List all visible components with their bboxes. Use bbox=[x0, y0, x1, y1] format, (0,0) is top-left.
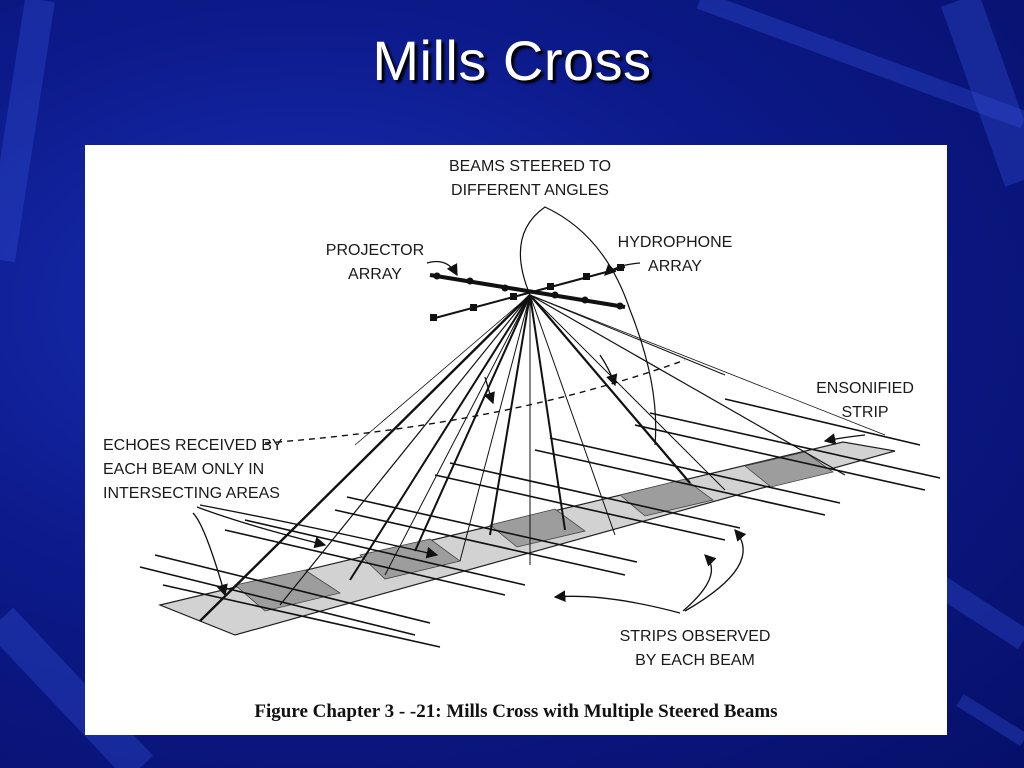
hydrophone-array bbox=[430, 264, 626, 321]
label-echoes-3: INTERSECTING AREAS bbox=[103, 485, 280, 502]
label-hydrophone-1: HYDROPHONE bbox=[618, 234, 733, 251]
label-ensonified-1: ENSONIFIED bbox=[816, 380, 914, 397]
steered-beams bbox=[199, 294, 886, 622]
slide-title: Mills Cross bbox=[372, 29, 652, 92]
beam-envelope bbox=[519, 206, 657, 446]
figure-panel: BEAMS STEERED TO DIFFERENT ANGLES PROJEC… bbox=[85, 145, 947, 735]
label-hydrophone-2: ARRAY bbox=[648, 258, 702, 275]
label-strips-observed-1: STRIPS OBSERVED bbox=[620, 628, 771, 645]
label-strips-observed-2: BY EACH BEAM bbox=[635, 652, 755, 669]
intersection-areas bbox=[234, 451, 834, 612]
label-projector-1: PROJECTOR bbox=[326, 242, 424, 259]
label-echoes-2: EACH BEAM ONLY IN bbox=[103, 461, 264, 478]
label-projector-2: ARRAY bbox=[348, 266, 402, 283]
label-beams-steered-1: BEAMS STEERED TO bbox=[449, 158, 611, 175]
annotation-arrows bbox=[192, 260, 866, 614]
mills-cross-diagram: BEAMS STEERED TO DIFFERENT ANGLES PROJEC… bbox=[103, 158, 941, 669]
label-ensonified-2: STRIP bbox=[841, 404, 888, 421]
projector-array bbox=[429, 272, 626, 310]
label-echoes-1: ECHOES RECEIVED BY bbox=[103, 437, 283, 454]
figure-caption: Figure Chapter 3 - -21: Mills Cross with… bbox=[254, 701, 778, 722]
label-beams-steered-2: DIFFERENT ANGLES bbox=[451, 182, 609, 199]
beam-arc-dashed bbox=[264, 359, 686, 444]
